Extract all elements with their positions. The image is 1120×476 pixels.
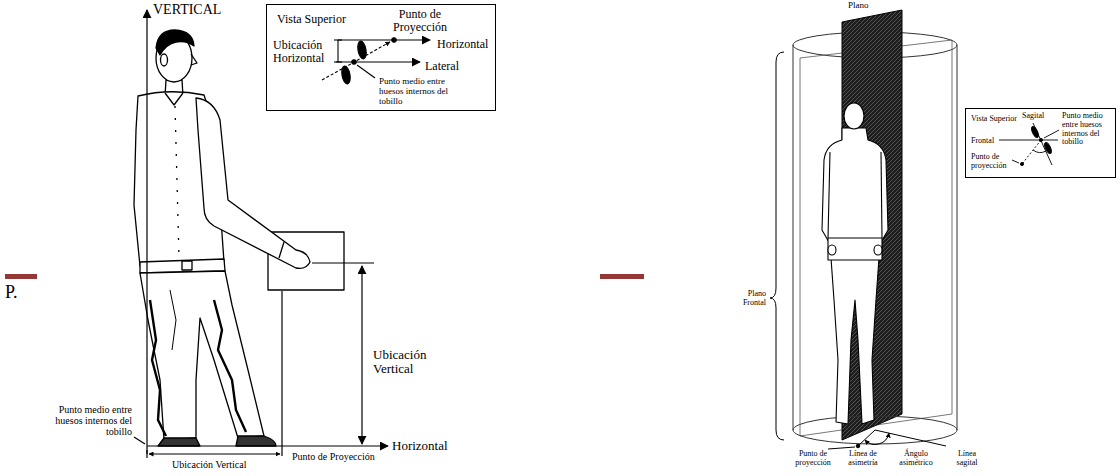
asymmetry-construction — [770, 52, 946, 449]
cuff — [279, 242, 284, 258]
inset-label: Frontal — [971, 137, 994, 146]
inset-label: Punto de proyección — [971, 153, 1011, 171]
figure-label: VERTICAL — [153, 2, 221, 17]
leader-line — [134, 437, 145, 444]
projection-point — [856, 444, 860, 448]
vertical-axis — [146, 10, 147, 454]
footprint — [340, 65, 351, 84]
leader-line — [828, 447, 855, 449]
asymmetry-line — [858, 430, 875, 446]
inset-label: Sagital — [1022, 112, 1044, 121]
cylinder-side — [957, 45, 958, 430]
projection-line — [281, 291, 282, 456]
head — [844, 103, 864, 129]
inset-label: Punto de Proyección — [385, 8, 455, 34]
leader-line — [1044, 130, 1059, 138]
leader-line — [1012, 160, 1019, 163]
figure-label: Punto medio entre huesos internos del to… — [40, 404, 132, 437]
projection-point — [392, 38, 396, 42]
standing-man — [134, 30, 344, 446]
figure-label: P. — [5, 283, 18, 303]
belt-buckle — [182, 261, 192, 270]
accent-bar — [5, 274, 37, 279]
figure-label: Punto de proyección — [790, 450, 836, 468]
arm — [196, 98, 310, 268]
frontal-line — [999, 140, 1058, 141]
collar — [165, 93, 183, 105]
inset-label: Vista Superior — [277, 13, 346, 26]
horizontal-axis — [147, 445, 388, 446]
hand — [874, 245, 882, 255]
footprint — [356, 40, 367, 59]
ear — [161, 54, 168, 66]
cylinder-side — [793, 45, 794, 430]
arm — [828, 152, 830, 238]
hand-height-line — [312, 262, 374, 263]
lifting-man — [822, 103, 888, 424]
horizontal-dimension — [149, 453, 280, 454]
plane-bracket — [770, 52, 784, 440]
top-view-inset: Vista Superior Sagital Punto medio entre h… — [965, 108, 1116, 178]
top-view-inset: Vista Superior Punto de ProyecciónHorizon… — [266, 4, 496, 111]
figure-label: Ubicación Vertical — [172, 459, 247, 470]
projection-point — [1020, 162, 1023, 165]
arm — [881, 152, 882, 238]
leader-line — [357, 65, 375, 78]
trousers — [140, 271, 264, 440]
hand — [828, 245, 836, 255]
lateral-axis — [336, 61, 420, 62]
figure-label: Ángulo asimétrico — [892, 450, 940, 468]
vertical-dimension — [361, 266, 362, 444]
projection-direction — [322, 42, 390, 80]
trouser-shading — [214, 300, 246, 432]
dimension-tick — [146, 450, 147, 458]
dimension-lines — [134, 10, 388, 458]
carried-box — [828, 238, 882, 260]
figure-label: Línea sagital — [948, 450, 986, 468]
horizontal-axis — [338, 39, 430, 40]
inset-label: Ubicación Horizontal — [273, 39, 335, 65]
nose — [191, 54, 197, 65]
shoe — [158, 438, 200, 446]
shoe — [236, 436, 276, 446]
accent-bar — [600, 274, 644, 279]
trouser-shading — [150, 300, 166, 436]
body — [822, 128, 888, 424]
figure-label: Plano Frontal — [726, 290, 766, 308]
inset-label: Punto medio entre huesos internos del to… — [1062, 112, 1110, 147]
figure-label: Línea de asimetría — [840, 450, 886, 468]
sagittal-line — [875, 430, 946, 446]
horizontal-location-bracket — [337, 40, 338, 62]
ankle-midpoint — [352, 60, 356, 64]
figure-label: Horizontal — [392, 439, 448, 453]
inset-label: Vista Superior — [971, 115, 1017, 124]
figure-label: Punto de Proyección — [292, 451, 375, 462]
footprint — [1043, 142, 1053, 155]
dimension-tick — [334, 61, 342, 62]
footprint — [1030, 126, 1040, 139]
angle-arc — [865, 433, 889, 444]
hair — [156, 30, 194, 55]
inset-label: Punto medio entre huesos internos del to… — [379, 77, 471, 107]
inset-label: Lateral — [425, 60, 459, 73]
trouser-crease — [170, 290, 176, 350]
figure-label: Ubicación Vertical — [373, 348, 445, 377]
dimension-tick — [334, 39, 342, 40]
angle-arc — [1033, 150, 1046, 152]
figure-label: Plano — [848, 1, 869, 11]
top-view-sketch — [999, 123, 1059, 166]
shirt-buttons — [175, 106, 179, 258]
inset-label: Horizontal — [437, 38, 488, 51]
